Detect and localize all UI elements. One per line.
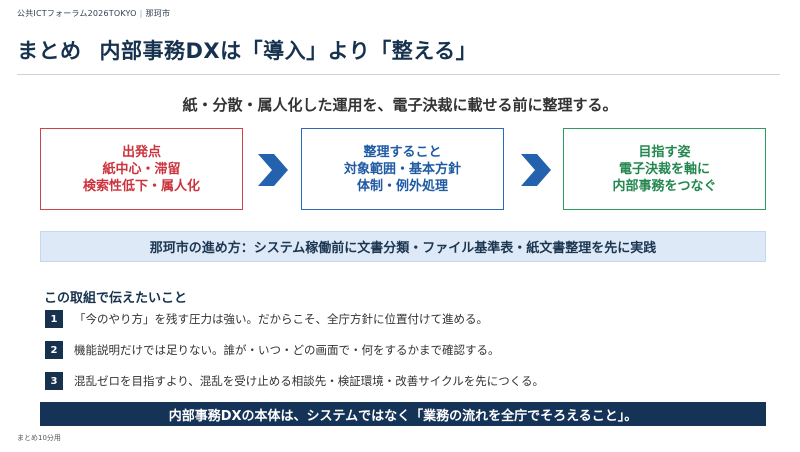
flow-box-middle: 整理すること 対象範囲・基本方針 体制・例外処理 bbox=[301, 128, 504, 210]
message-point: 2 機能説明だけでは足りない。誰が・いつ・どの画面で・何をするかまで確認する。 bbox=[45, 341, 500, 359]
point-text: 混乱ゼロを目指すより、混乱を受け止める相談先・検証環境・改善サイクルを先につくる… bbox=[74, 374, 544, 388]
lead-statement: 紙・分散・属人化した運用を、電子決裁に載せる前に整理する。 bbox=[182, 96, 618, 114]
point-text: 「今のやり方」を残す圧力は強い。だからこそ、全庁方針に位置付けて進める。 bbox=[74, 312, 488, 326]
title-divider bbox=[17, 74, 780, 75]
flow-goal-line: 電子決裁を軸に bbox=[618, 161, 710, 177]
flow-middle-line: 対象範囲・基本方針 bbox=[343, 161, 461, 177]
flow-box-start: 出発点 紙中心・滞留 検索性低下・属人化 bbox=[40, 128, 243, 210]
chevron-right-icon bbox=[258, 154, 288, 186]
footer-label: まとめ10分用 bbox=[17, 434, 61, 442]
point-number-badge: 2 bbox=[45, 341, 63, 359]
message-point: 1 「今のやり方」を残す圧力は強い。だからこそ、全庁方針に位置付けて進める。 bbox=[45, 310, 488, 328]
slide-title: まとめ内部事務DXは「導入」より「整える」 bbox=[17, 35, 477, 65]
flow-start-line: 検索性低下・属人化 bbox=[82, 178, 200, 194]
approach-strip: 那珂市の進め方：システム稼働前に文書分類・ファイル基準表・紙文書整理を先に実践 bbox=[40, 231, 766, 262]
flow-middle-line: 体制・例外処理 bbox=[356, 178, 448, 194]
municipality-name: 那珂市 bbox=[145, 9, 171, 18]
title-prefix: まとめ bbox=[17, 39, 82, 63]
message-point: 3 混乱ゼロを目指すより、混乱を受け止める相談先・検証環境・改善サイクルを先につ… bbox=[45, 372, 544, 390]
message-heading: この取組で伝えたいこと bbox=[44, 291, 188, 306]
header-label: 公共ICTフォーラム2026TOKYO|那珂市 bbox=[17, 8, 170, 19]
flow-box-goal: 目指す姿 電子決裁を軸に 内部事務をつなぐ bbox=[563, 128, 766, 210]
event-name: 公共ICTフォーラム2026TOKYO bbox=[17, 9, 137, 18]
flow-goal-line: 内部事務をつなぐ bbox=[612, 178, 717, 194]
title-main: 内部事務DXは「導入」より「整える」 bbox=[99, 39, 478, 63]
flow-goal-heading: 目指す姿 bbox=[638, 144, 691, 160]
chevron-right-icon bbox=[521, 154, 551, 186]
flow-middle-heading: 整理すること bbox=[363, 144, 442, 160]
point-number-badge: 1 bbox=[45, 310, 63, 328]
flow-start-line: 紙中心・滞留 bbox=[102, 161, 181, 177]
header-separator: | bbox=[139, 9, 143, 18]
conclusion-banner: 内部事務DXの本体は、システムではなく「業務の流れを全庁でそろえること」。 bbox=[40, 402, 766, 426]
point-text: 機能説明だけでは足りない。誰が・いつ・どの画面で・何をするかまで確認する。 bbox=[74, 343, 500, 357]
flow-start-heading: 出発点 bbox=[121, 144, 161, 160]
point-number-badge: 3 bbox=[45, 372, 63, 390]
